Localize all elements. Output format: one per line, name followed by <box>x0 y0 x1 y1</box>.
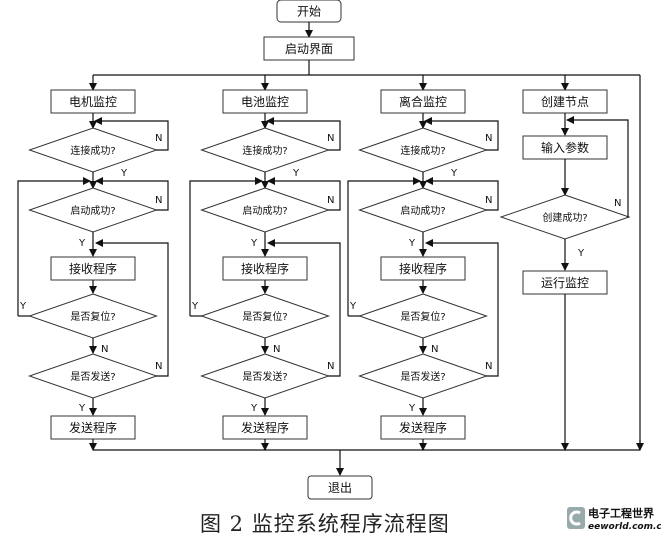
monitor-box-1-label: 电池监控 <box>241 95 289 109</box>
yes-label: Y <box>250 238 258 249</box>
connector-line <box>425 177 499 211</box>
reset-decision-0-label: 是否复位? <box>70 310 115 323</box>
connector-line <box>17 177 91 316</box>
reset-decision-1-label: 是否复位? <box>242 310 287 323</box>
yes-label: Y <box>120 168 128 179</box>
svg-text:eeworld.com.cn: eeworld.com.cn <box>588 522 661 532</box>
startup-decision-1-label: 启动成功? <box>242 204 287 217</box>
connector-line <box>94 117 169 151</box>
no-label: N <box>155 195 162 206</box>
create-success-decision-label: 创建成功? <box>542 211 587 224</box>
send-box-1-label: 发送程序 <box>241 420 289 435</box>
startup-decision-0-label: 启动成功? <box>70 204 115 217</box>
connector-line <box>95 239 169 377</box>
startup-decision-2-label: 启动成功? <box>400 204 445 217</box>
send-decision-2-label: 是否发送? <box>400 370 445 383</box>
no-label: N <box>155 361 162 372</box>
receive-box-1-label: 接收程序 <box>241 261 289 276</box>
no-label: N <box>485 195 492 206</box>
no-label: N <box>327 361 334 372</box>
yes-label: Y <box>577 248 585 259</box>
monitor-box-0-label: 电机监控 <box>69 95 117 109</box>
exit-terminal-label: 退出 <box>328 481 352 495</box>
input-params-box-label: 输入参数 <box>541 140 589 155</box>
init-screen-box-label: 启动界面 <box>285 42 333 56</box>
connector-line <box>347 177 421 316</box>
connector-line <box>566 116 629 218</box>
connect-decision-1-label: 连接成功? <box>242 144 287 157</box>
no-label: N <box>614 198 621 209</box>
yes-label: Y <box>78 403 86 414</box>
yes-label: Y <box>191 301 199 312</box>
yes-label: Y <box>250 403 258 414</box>
no-label: N <box>485 133 492 144</box>
no-label: N <box>485 361 492 372</box>
yes-label: Y <box>349 301 357 312</box>
connector-line <box>424 117 499 151</box>
connector-line <box>267 177 341 211</box>
connector-line <box>425 239 499 377</box>
connect-decision-0-label: 连接成功? <box>70 144 115 157</box>
eeworld-logo: 电子工程世界 eeworld.com.cn <box>566 504 661 540</box>
send-decision-1-label: 是否发送? <box>242 370 287 383</box>
receive-box-2-label: 接收程序 <box>399 261 447 276</box>
connector-line <box>95 177 169 211</box>
svg-text:电子工程世界: 电子工程世界 <box>588 506 654 520</box>
send-decision-0-label: 是否发送? <box>70 370 115 383</box>
send-box-2-label: 发送程序 <box>399 420 447 435</box>
yes-label: Y <box>408 403 416 414</box>
start-terminal-label: 开始 <box>297 5 321 19</box>
create-node-box-label: 创建节点 <box>541 95 589 109</box>
figure-caption: 图 2 监控系统程序流程图 <box>200 512 450 536</box>
exit-terminal <box>307 475 373 500</box>
no-label: N <box>101 344 108 355</box>
reset-decision-2-label: 是否复位? <box>400 310 445 323</box>
yes-label: Y <box>408 238 416 249</box>
yes-label: Y <box>292 168 300 179</box>
send-box-0-label: 发送程序 <box>69 420 117 435</box>
no-label: N <box>431 344 438 355</box>
yes-label: Y <box>78 238 86 249</box>
connector-line <box>266 117 341 151</box>
receive-box-0-label: 接收程序 <box>69 261 117 276</box>
yes-label: Y <box>19 301 27 312</box>
no-label: N <box>155 133 162 144</box>
yes-label: Y <box>450 168 458 179</box>
run-monitor-box-label: 运行监控 <box>541 276 589 290</box>
monitor-box-2-label: 离合监控 <box>399 94 447 109</box>
no-label: N <box>273 344 280 355</box>
connector-line <box>267 239 341 377</box>
connect-decision-2-label: 连接成功? <box>400 144 445 157</box>
no-label: N <box>327 133 334 144</box>
no-label: N <box>327 195 334 206</box>
connector-line <box>189 177 263 316</box>
